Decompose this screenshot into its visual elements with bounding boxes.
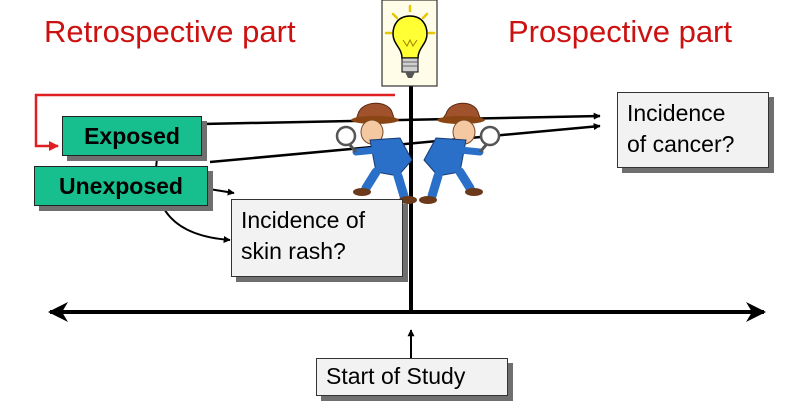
retrospective-arrow xyxy=(34,93,395,151)
unexposed-box: Unexposed xyxy=(34,166,208,206)
exposed-box: Exposed xyxy=(62,116,202,156)
light-bulb-icon xyxy=(381,0,438,87)
retrospective-heading: Retrospective part xyxy=(44,14,296,49)
unexposed-short-arrow xyxy=(208,188,235,196)
exposed-to-cancer-arrow xyxy=(201,112,601,126)
skin-rash-incidence-callout: Incidence of skin rash? xyxy=(231,199,403,277)
prospective-heading: Prospective part xyxy=(508,14,732,49)
detective-figures-icon xyxy=(335,102,501,204)
cancer-incidence-callout: Incidence of cancer? xyxy=(617,92,769,168)
unexposed-to-cancer-arrow xyxy=(209,123,601,164)
start-of-study-callout: Start of Study xyxy=(316,358,508,396)
